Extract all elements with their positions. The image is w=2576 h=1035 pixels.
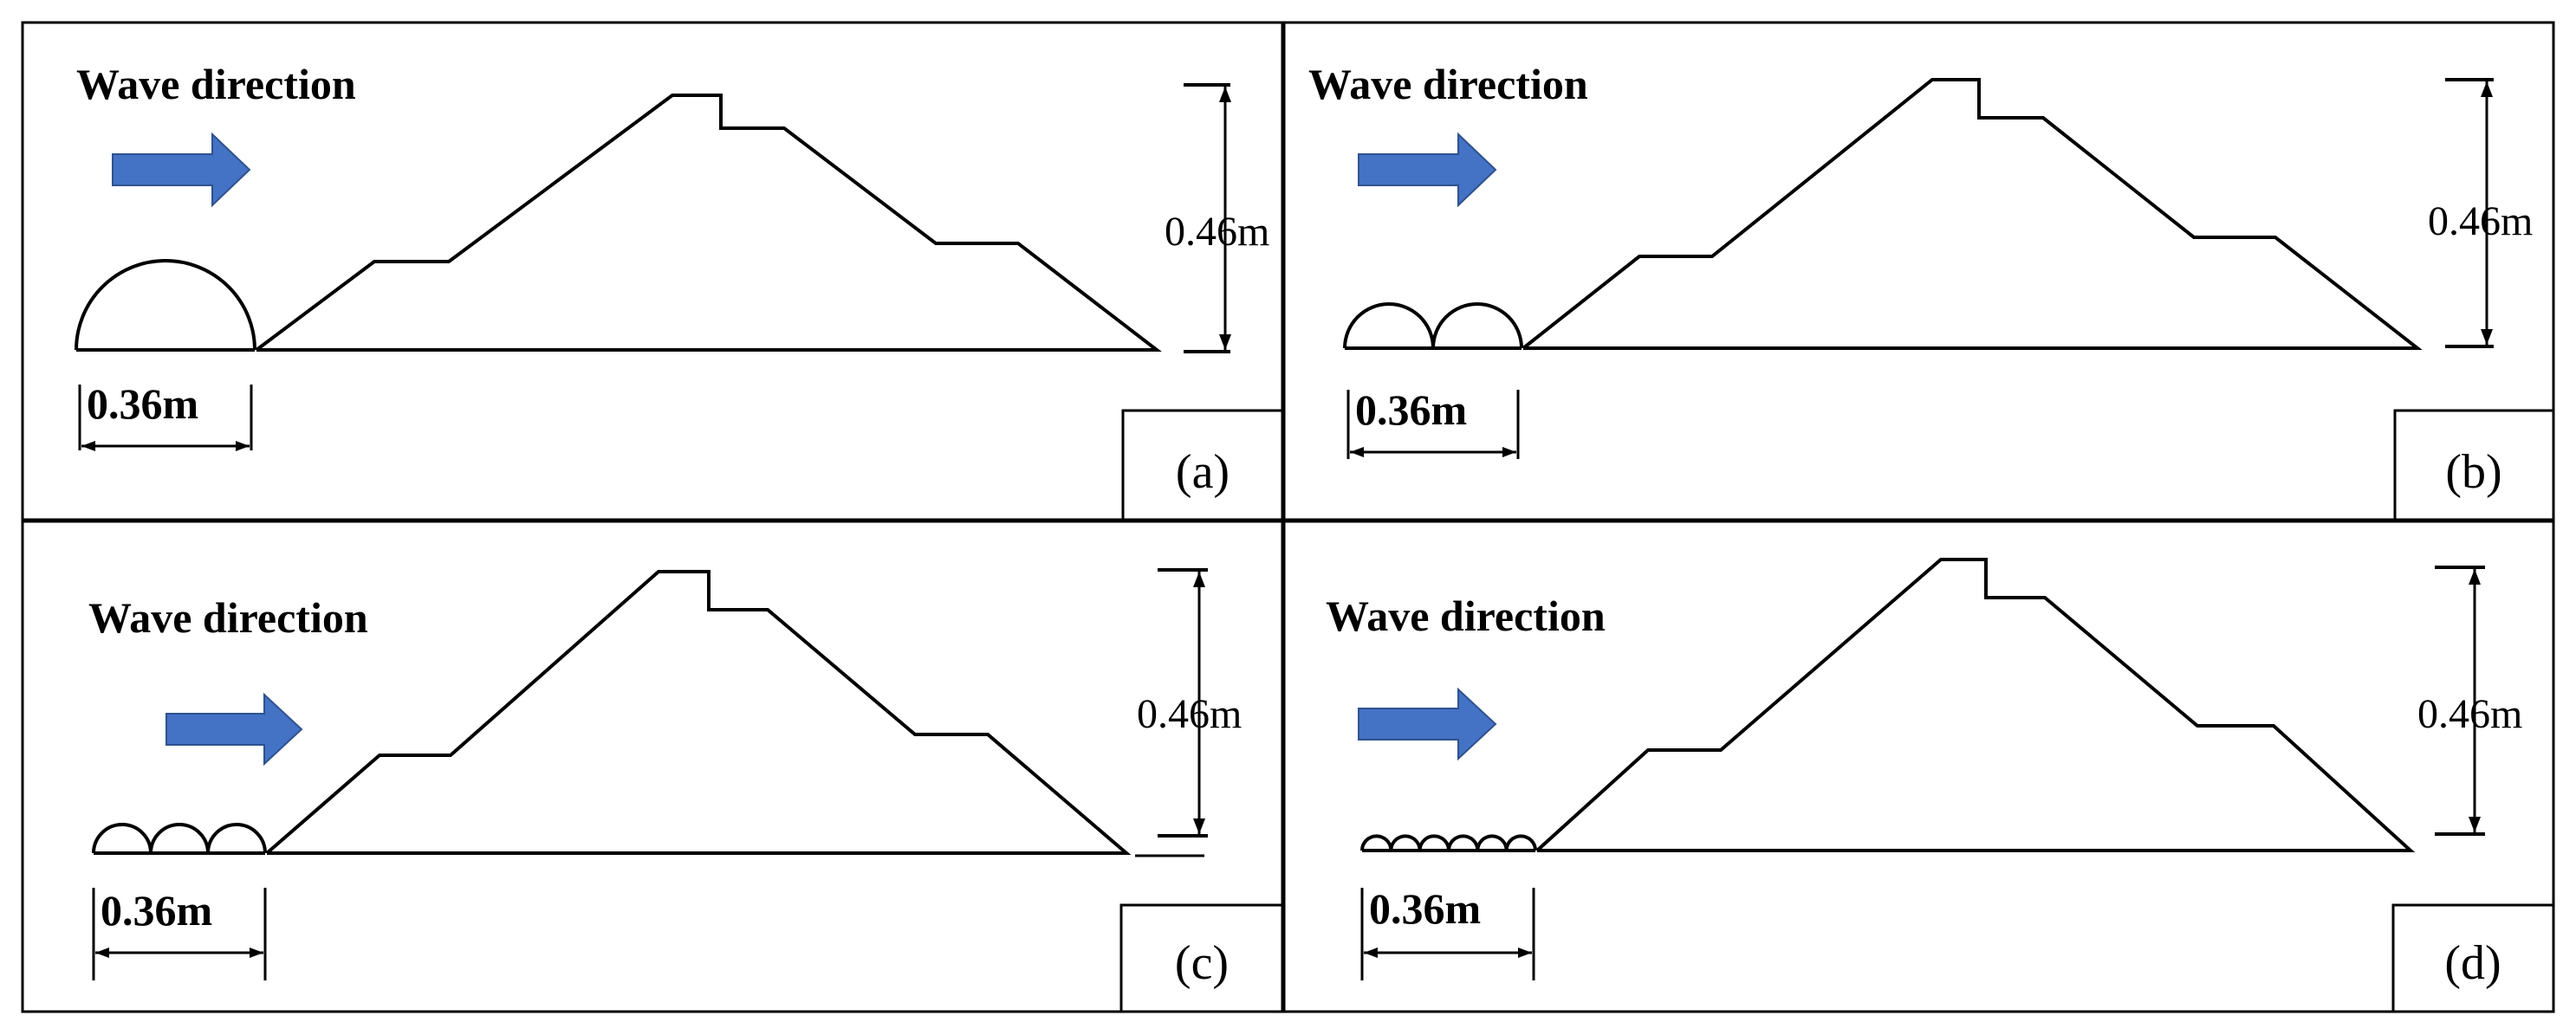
breakwater-arc-shape — [1343, 302, 1523, 350]
breakwater-arc-shape — [92, 823, 267, 855]
height-dimension-label: 0.46m — [2428, 198, 2533, 244]
width-dimension-label: 0.36m — [87, 379, 198, 428]
wave-direction-label: Wave direction — [76, 60, 356, 108]
width-dimension-arrowhead-left — [1350, 447, 1364, 457]
embankment-profile — [255, 94, 1162, 352]
panel-label-box — [1119, 903, 1284, 1013]
panel-frame — [21, 21, 1284, 521]
breakwater-arc-shape — [1360, 834, 1537, 852]
embankment-profile — [1522, 78, 2423, 350]
breakwater-arc-shape — [75, 259, 256, 352]
height-dimension-label: 0.46m — [2417, 691, 2522, 737]
height-dimension-arrowhead-up — [1193, 572, 1205, 587]
embankment-profile — [265, 570, 1132, 855]
width-dimension-arrowhead-right — [1518, 948, 1532, 958]
wave-arrow-icon — [165, 692, 303, 767]
height-dimension-label: 0.46m — [1137, 691, 1242, 737]
wave-arrow-icon — [1358, 132, 1497, 208]
width-dimension-arrowhead-left — [81, 441, 95, 451]
embankment-profile — [1535, 558, 2416, 852]
width-dimension-label: 0.36m — [101, 886, 212, 935]
width-dimension-arrowhead-left — [95, 948, 109, 958]
panel-frame — [1282, 21, 2555, 521]
height-dimension-arrowhead-up — [2481, 81, 2493, 97]
panel-label-box — [1121, 409, 1284, 521]
panel-label: (a) — [1176, 445, 1230, 499]
height-dimension-arrowhead-down — [2469, 817, 2481, 832]
height-dimension-label: 0.46m — [1165, 209, 1269, 255]
panel-frame — [21, 520, 1284, 1013]
panel-c: Wave direction 0.46m 0.36m (c) — [21, 520, 1284, 1013]
width-dimension-arrowhead-right — [236, 441, 250, 451]
width-dimension-label: 0.36m — [1355, 385, 1467, 434]
width-dimension-label: 0.36m — [1369, 884, 1481, 933]
wave-arrow-icon — [1358, 687, 1497, 761]
height-dimension-arrowhead-down — [2481, 329, 2493, 345]
wave-arrow-icon — [112, 132, 251, 208]
height-dimension-arrowhead-down — [1219, 334, 1231, 350]
panel-label: (d) — [2444, 936, 2501, 990]
panel-label: (b) — [2445, 445, 2501, 499]
wave-direction-label: Wave direction — [1326, 592, 1606, 640]
panel-d: Wave direction 0.46m 0.36m (d) — [1282, 520, 2555, 1013]
height-dimension-arrowhead-up — [1219, 87, 1231, 102]
width-dimension-arrowhead-right — [1502, 447, 1516, 457]
width-dimension-arrowhead-left — [1364, 948, 1378, 958]
panel-frame — [1282, 520, 2555, 1013]
panel-label-box — [2391, 903, 2555, 1013]
wave-direction-label: Wave direction — [88, 593, 368, 642]
height-dimension-arrowhead-up — [2469, 569, 2481, 585]
panel-label-box — [2393, 409, 2555, 521]
panel-label: (c) — [1175, 936, 1229, 990]
panel-b: Wave direction 0.46m 0.36m (b) — [1282, 21, 2555, 521]
wave-direction-label: Wave direction — [1308, 60, 1588, 108]
panel-a: Wave direction 0.46m 0.36m (a) — [21, 21, 1284, 521]
height-dimension-arrowhead-down — [1193, 818, 1205, 834]
width-dimension-arrowhead-right — [250, 948, 263, 958]
